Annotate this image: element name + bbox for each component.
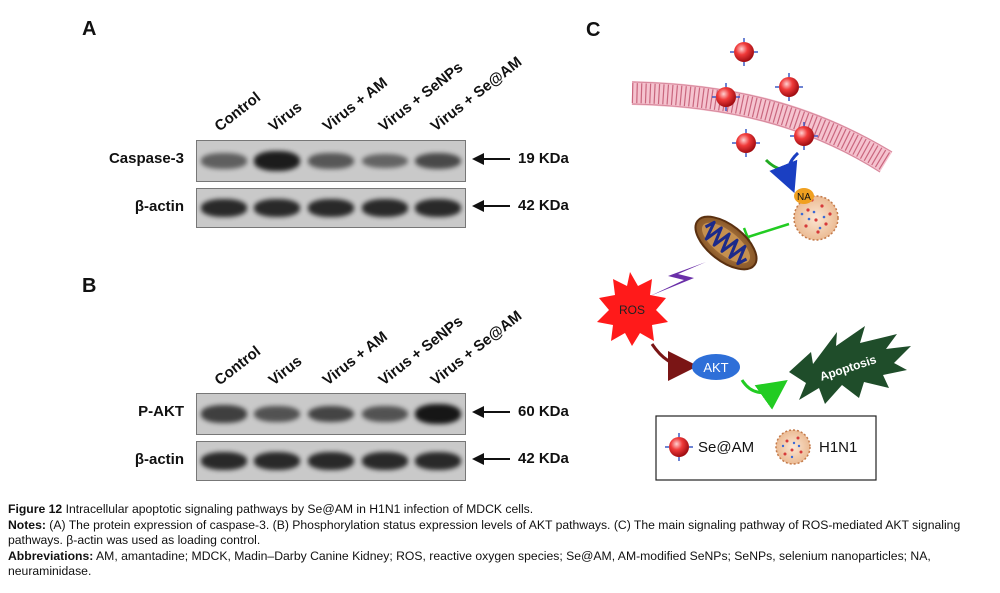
blot-band [254,151,301,171]
blot-band [200,405,247,423]
blot-band [361,452,408,470]
western-blot-actin-b [196,441,466,481]
se-am-legend-icon [665,433,693,461]
se-am-nanoparticle [732,129,760,157]
ros-burst [597,272,668,346]
kda-label: 42 KDa [518,450,569,467]
lane-label: Virus [265,98,306,135]
blot-row-label: P-AKT [138,403,184,420]
abbrev-text: AM, amantadine; MDCK, Madin–Darby Canine… [8,548,931,579]
abbrev-label: Abbreviations: [8,548,94,563]
lane-label: Control [211,88,265,135]
arrow-line [482,458,510,460]
legend-se-am-label: Se@AM [698,439,754,456]
blot-band [415,452,462,470]
lane-label: Virus + SeNPs [375,312,467,389]
na-label: NA [797,192,811,203]
arrow-line [482,158,510,160]
arrow-icon [472,200,484,212]
se-am-nanoparticle [775,73,803,101]
arrow-icon [472,153,484,165]
lane-label: Virus + Se@AM [427,53,526,135]
kda-label: 19 KDa [518,150,569,167]
legend-h1n1-label: H1N1 [819,439,857,456]
caption-title-line: Figure 12 Intracellular apoptotic signal… [8,502,992,518]
figure-caption: Figure 12 Intracellular apoptotic signal… [8,502,992,580]
na-marker [794,188,814,204]
se-am-nanoparticle [712,83,740,111]
blot-band [307,452,355,470]
notes-label: Notes: [8,517,46,532]
panel-a-letter: A [82,18,97,40]
blot-band [307,199,355,217]
lane-label: Virus [265,352,306,389]
blot-band [254,199,301,217]
ros-to-akt-arrow [650,343,698,381]
kda-label: 42 KDa [518,197,569,214]
apoptosis-burst [789,326,911,404]
panel-b-letter: B [82,275,97,297]
blot-row-label: β-actin [134,198,184,215]
blot-band [254,405,301,422]
western-blot-pakt [196,393,466,435]
akt-to-apoptosis-arrow [740,379,788,410]
blot-band [254,452,301,470]
legend: Se@AM H1N1 [655,415,877,481]
blot-band [361,153,408,169]
ros-label: ROS [619,303,645,317]
blot-band [200,452,247,470]
h1n1-legend-icon [775,429,811,465]
blot-band [307,405,355,423]
lane-label: Control [211,342,265,389]
panel-c-letter: C [586,19,600,41]
arrow-line [482,205,510,207]
se-am-nanoparticle [730,38,758,66]
blot-band [307,153,355,169]
signaling-pathway-diagram: C [586,19,911,481]
caption-abbrev-line: Abbreviations: AM, amantadine; MDCK, Mad… [8,549,992,580]
blot-band [361,405,408,422]
mitochondrion-icon [694,215,758,271]
notes-text: (A) The protein expression of caspase-3.… [8,517,961,548]
h1n1-virus [793,195,839,241]
lane-label: Virus + Se@AM [427,307,526,389]
akt-node [692,354,740,380]
blue-arrow [769,151,800,194]
arrow-line [482,411,510,413]
western-blot-caspase3 [196,140,466,182]
lane-label: Virus + SeNPs [375,58,467,136]
blot-band [415,152,462,170]
blot-band [200,153,247,169]
akt-label: AKT [703,360,728,375]
arrow-icon [472,406,484,418]
arrow-icon [472,453,484,465]
blot-row-label: Caspase-3 [108,150,184,167]
blot-band [415,199,462,217]
kda-label: 60 KDa [518,403,569,420]
cell-membrane [631,81,893,173]
se-am-nanoparticle [790,122,818,150]
caption-notes-line: Notes: (A) The protein expression of cas… [8,518,992,549]
blot-band [200,199,247,217]
blot-band [361,199,408,217]
blot-band [415,404,462,424]
figure-text: Intracellular apoptotic signaling pathwa… [62,502,534,516]
blot-row-label: β-actin [134,451,184,468]
figure-label: Figure 12 [8,502,63,516]
lightning-icon [650,262,706,296]
western-blot-actin-a [196,188,466,228]
